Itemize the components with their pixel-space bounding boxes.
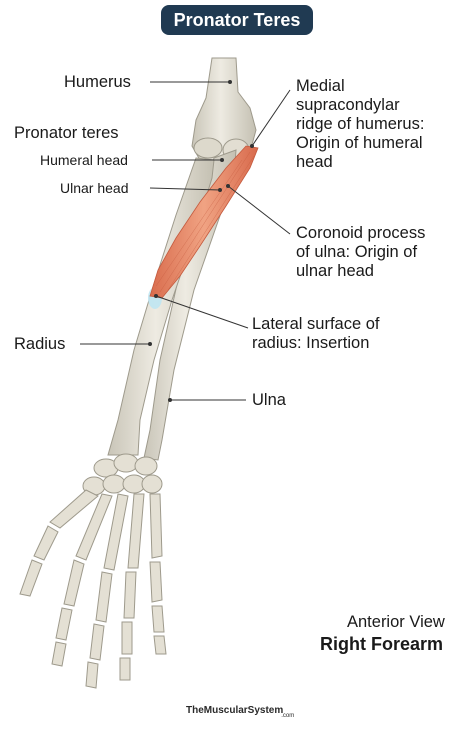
label-humeral-head: Humeral head: [40, 152, 128, 168]
leader-coronoid: [227, 185, 291, 235]
muscle-fibers: [155, 151, 255, 293]
label-coronoid-1: Coronoid process: [296, 224, 426, 242]
label-medial-ridge-4: Origin of humeral: [296, 134, 423, 152]
view-line-1: Anterior View: [347, 613, 445, 631]
credit-tld: .com: [281, 713, 295, 719]
leader-lines: [80, 81, 291, 401]
site-credit: TheMuscularSystem.com: [186, 705, 296, 719]
view-line-2: Right Forearm: [320, 634, 444, 654]
leader-dots: [148, 80, 254, 402]
label-medial-ridge-2: supracondylar: [296, 96, 400, 114]
label-lateral-surface-2: radius: Insertion: [252, 334, 370, 352]
label-ulnar-head: Ulnar head: [60, 180, 129, 196]
leader-medial-ridge: [251, 89, 291, 147]
carpal-bones: [82, 453, 163, 496]
page-title: Pronator Teres: [161, 5, 313, 35]
label-medial-ridge-3: ridge of humerus:: [296, 115, 425, 133]
thumb-bones: [19, 489, 99, 597]
label-ulna: Ulna: [252, 391, 286, 409]
finger-bones: [51, 493, 167, 689]
credit-name: TheMuscularSystem: [186, 705, 284, 716]
label-medial-ridge-5: head: [296, 153, 333, 171]
label-coronoid-3: ulnar head: [296, 262, 374, 280]
label-pronator-teres: Pronator teres: [14, 124, 119, 142]
label-coronoid-2: of ulna: Origin of: [296, 243, 418, 261]
label-lateral-surface-1: Lateral surface of: [252, 315, 380, 333]
leader-lateral-surface: [155, 295, 249, 329]
label-radius: Radius: [14, 335, 66, 353]
label-medial-ridge-1: Medial: [296, 77, 345, 95]
leader-ulnar-head: [149, 187, 221, 191]
label-humerus: Humerus: [64, 73, 131, 91]
